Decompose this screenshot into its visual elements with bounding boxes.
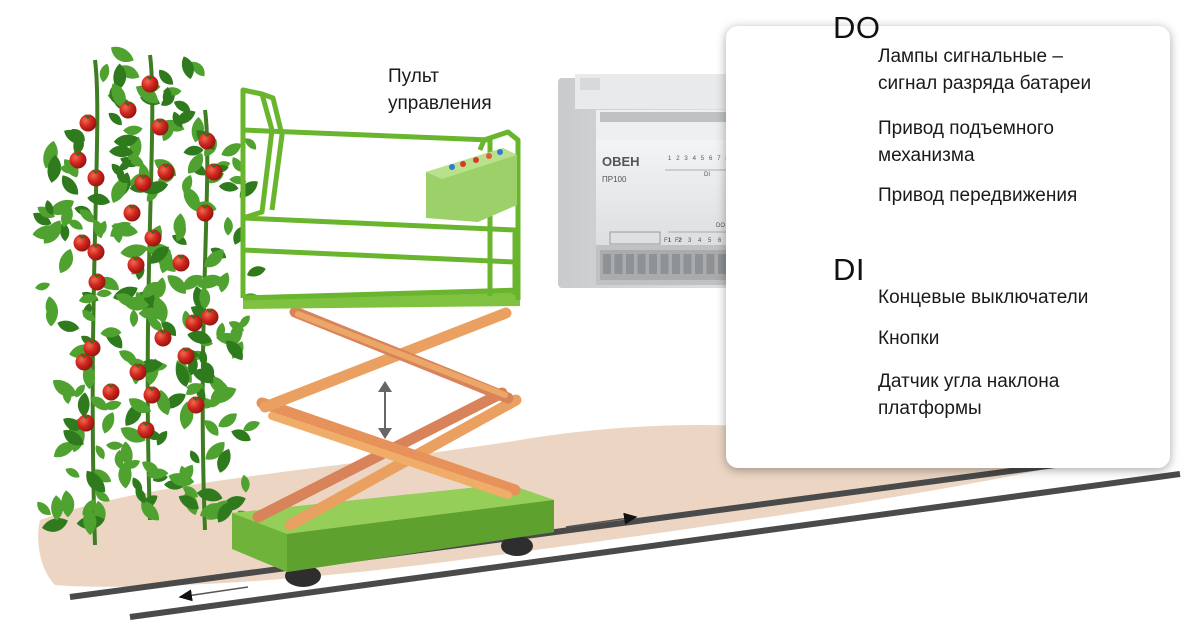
scissor-lift [232,87,554,587]
input-item-tilt-sensor-line-1: Датчик угла наклона [878,371,1060,392]
inputs-title: DI [833,252,865,287]
output-item-signal-lamps: Лампы сигнальные – сигнал разряда батаре… [878,43,1091,97]
plc-do-group-label: DO [716,223,725,229]
plc-di-number: 6 [709,156,713,162]
io-info-panel [726,26,1170,468]
control-panel-label: Пульт управления [388,63,492,117]
plc-do-number: 6 [718,238,722,244]
output-item-lift-drive: Привод подъемного механизма [878,115,1054,169]
plc-di-number: 7 [717,156,721,162]
plc-f-label: F2 [675,238,683,244]
input-item-tilt-sensor-line-2: платформы [878,398,982,419]
output-item-travel-drive: Привод передвижения [878,182,1077,209]
input-item-tilt-sensor: Датчик угла наклона платформы [878,368,1059,422]
plc-brand: ОВЕН [602,154,640,169]
rails [69,456,1181,620]
input-item-buttons: Кнопки [878,325,939,352]
output-item-signal-lamps-line-1: Лампы сигнальные – [878,46,1063,67]
plc-di-group-label: DI [704,172,710,178]
plc-do-number: 4 [698,238,702,244]
input-item-limit-switches-line-1: Концевые выключатели [878,287,1089,308]
input-item-buttons-line-1: Кнопки [878,328,940,349]
control-panel-label-line-1: Пульт [388,66,439,87]
tomato-plants [32,46,266,546]
plc-di-number: 1 [668,156,672,162]
output-item-lift-drive-line-2: механизма [878,145,975,166]
plc-do-number: 1 [668,238,672,244]
plc-di-number: 4 [693,156,697,162]
plc-di-number: 5 [701,156,705,162]
plc-do-number: 3 [688,238,692,244]
plc-do-number: 2 [678,238,682,244]
control-panel-label-line-2: управления [388,93,492,114]
plc-di-number: 2 [676,156,680,162]
output-item-travel-drive-line-1: Привод передвижения [878,185,1078,206]
plc-f-label: F1 [664,238,672,244]
outputs-title: DO [833,10,881,45]
plc-model: ПР100 [602,175,627,184]
plc-di-number: 3 [684,156,688,162]
plc-do-number: 5 [708,238,712,244]
output-item-lift-drive-line-1: Привод подъемного [878,118,1054,139]
input-item-limit-switches: Концевые выключатели [878,284,1088,311]
output-item-signal-lamps-line-2: сигнал разряда батареи [878,73,1092,94]
